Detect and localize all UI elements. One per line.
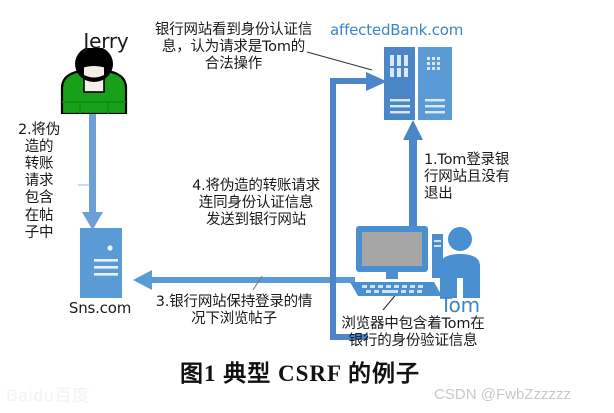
csdn-watermark: CSDN @FwbZzzzzz: [434, 386, 571, 403]
annotation-step-2: 2.将伪 造的 转账 请求 包含 在帖 子中: [17, 122, 61, 241]
sns-server-icon: [80, 228, 122, 298]
annotation-step-4: 4.将伪造的转账请求 连同身份认证信息 发送到银行网站: [192, 178, 320, 229]
annotation-step-3: 3.银行网站保持登录的情 况下浏览帖子: [155, 294, 313, 328]
bank-server-icon: [384, 47, 452, 120]
bank-server-label: affectedBank.com: [330, 21, 464, 39]
arrow-tom-to-bank: [403, 120, 423, 230]
baidu-watermark: Baidu百度: [6, 386, 91, 405]
leader-line-step3: [252, 275, 263, 291]
arrow-sns-to-computer: [133, 270, 355, 290]
annotation-step-1: 1.Tom登录银 行网站且没有 退出: [424, 152, 510, 203]
victim-avatar-tom: [440, 227, 480, 298]
attacker-label: Jerry: [83, 29, 129, 53]
arrow-jerry-to-sns: [82, 112, 103, 230]
victim-label: Tom: [440, 293, 480, 317]
computer-icon: [350, 226, 443, 296]
sns-server-label: Sns.com: [68, 299, 132, 317]
annotation-browser-note: 浏览器中包含着Tom在 银行的身份验证信息: [341, 316, 485, 350]
arrow-computer-to-bank: [330, 72, 387, 340]
leader-line-top-note: [306, 51, 373, 71]
attacker-avatar-jerry: [60, 48, 128, 114]
figure-caption: 图1 典型 CSRF 的例子: [180, 361, 420, 386]
annotation-top-note: 银行网站看到身份认证信 息，认为请求是Tom的 合法操作: [154, 22, 313, 73]
